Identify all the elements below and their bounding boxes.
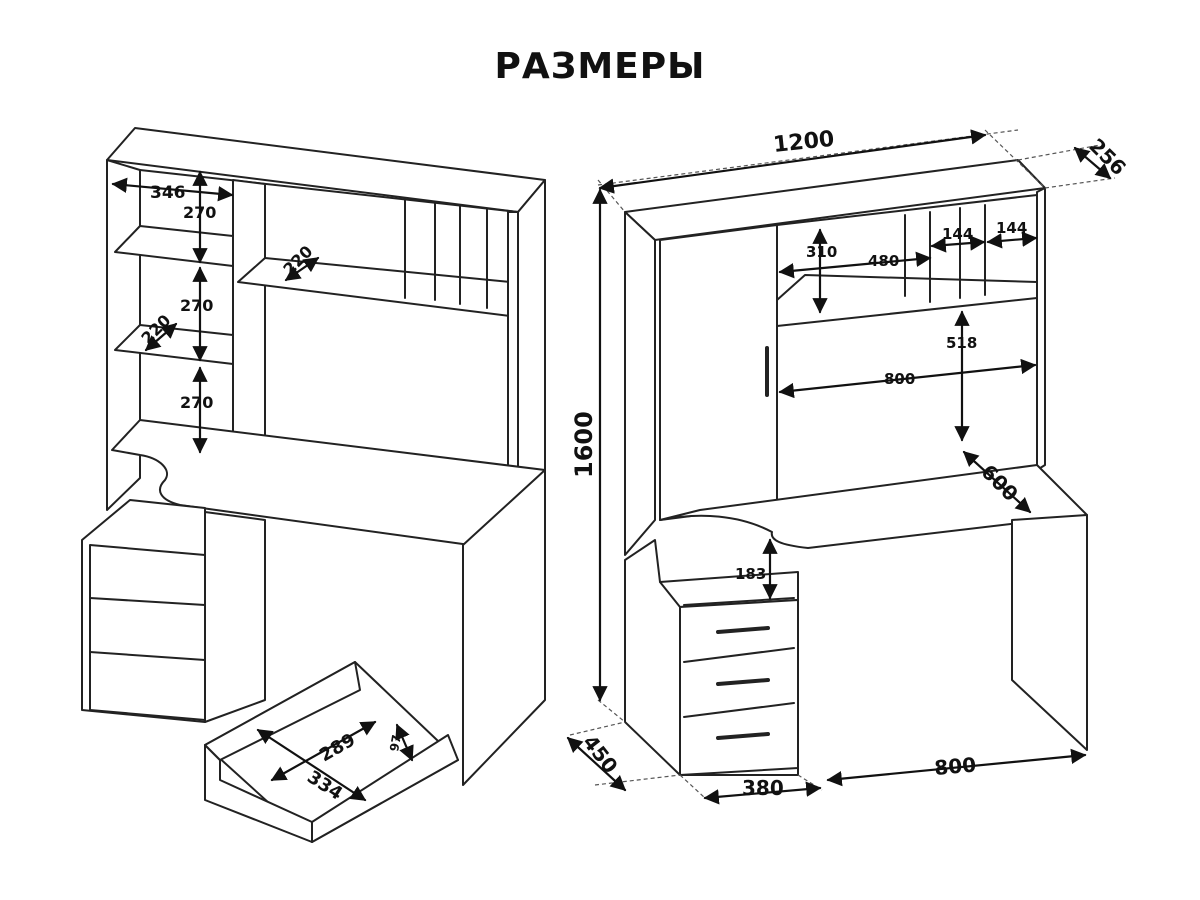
dim-arrow-144b: [986, 231, 1038, 249]
dim-arrow-97: [395, 723, 414, 762]
dim-arrow-450: [566, 736, 627, 792]
dim-label-800-upper: 800: [884, 370, 915, 388]
dim-arrow-480: [778, 251, 932, 279]
dim-label-183: 183: [735, 565, 766, 583]
right-top-panel: [624, 159, 1046, 241]
dim-arrow-800-upper: [778, 358, 1037, 399]
dim-label-310: 310: [806, 243, 837, 261]
right-cabinet-door: [659, 224, 778, 521]
dim-arrow-220-top: [284, 256, 320, 282]
dim-arrow-1200: [598, 129, 987, 194]
right-desk-leg: [1011, 514, 1088, 751]
dim-label-256: 256: [1084, 134, 1130, 180]
left-right-side-inner: [507, 211, 519, 501]
left-drawer-lines: [89, 597, 206, 661]
dim-label-97: 97: [387, 734, 404, 753]
dim-arrow-380: [703, 781, 822, 805]
right-left-outer-side: [624, 211, 656, 556]
dim-label-270a: 270: [183, 203, 216, 222]
dim-label-346: 346: [150, 183, 186, 203]
dim-label-480: 480: [868, 252, 899, 270]
dim-label-144a: 144: [942, 225, 973, 243]
left-pedestal-side: [204, 511, 266, 723]
right-pedestal-front: [679, 599, 799, 776]
right-drawer-handle-2: [716, 678, 770, 686]
dim-label-270c: 270: [180, 393, 213, 412]
left-pedestal-front: [89, 544, 206, 721]
dim-label-1600: 1600: [570, 411, 598, 478]
dim-arrow-144a: [930, 235, 986, 253]
left-right-leg: [462, 469, 546, 786]
left-right-side-outer: [517, 179, 546, 501]
right-drawer-handle-3: [716, 732, 770, 740]
dim-arrow-289: [270, 720, 377, 782]
right-middle-shelf: [776, 274, 1038, 327]
dim-label-1200: 1200: [772, 127, 836, 158]
dim-arrow-600: [962, 450, 1032, 514]
left-desk-view: 346 270 270 270 220 220 289 334 97: [81, 127, 546, 843]
dim-label-270b: 270: [180, 296, 213, 315]
right-top-inner-edge: [776, 194, 1038, 226]
left-cells: [404, 197, 488, 309]
left-middle-shelf: [237, 257, 511, 317]
left-column-divider: [232, 179, 266, 461]
drawer-side-wall: [311, 734, 459, 843]
dim-arrow-220-side: [144, 322, 178, 352]
page-title: РАЗМЕРЫ: [494, 46, 706, 87]
drawer-back-wall: [204, 661, 361, 761]
dim-arrow-256: [1073, 146, 1112, 180]
dim-arrow-800-lower: [826, 748, 1087, 787]
dim-label-380: 380: [742, 776, 784, 800]
right-desk-view: 1200 256 1600 310 480 144 144 518 800 60…: [566, 127, 1131, 805]
right-drawer-handle-1: [716, 626, 770, 634]
right-right-side: [1036, 187, 1046, 471]
dim-label-800-lower: 800: [933, 752, 977, 780]
dim-label-518: 518: [946, 334, 977, 352]
dim-arrow-346: [111, 177, 234, 202]
dim-label-144b: 144: [996, 219, 1027, 237]
